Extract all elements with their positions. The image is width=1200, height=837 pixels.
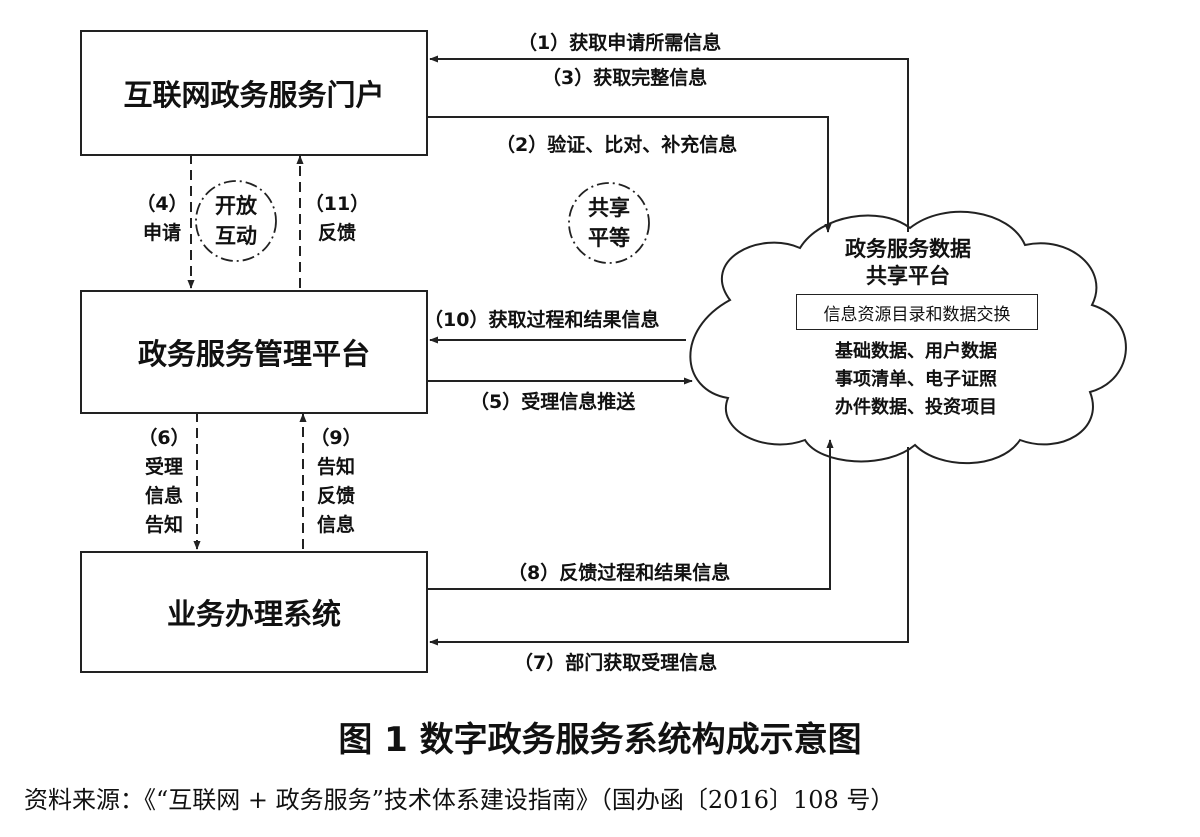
internet-portal-box: 互联网政务服务门户 <box>80 30 428 156</box>
cloud-title: 政务服务数据 共享平台 <box>808 236 1008 290</box>
flow-1-label: （1）获取申请所需信息 <box>518 32 722 54</box>
business-system-box: 业务办理系统 <box>80 551 428 673</box>
open-interaction-label: 开放 互动 <box>206 191 266 251</box>
share-line2: 平等 <box>588 226 630 250</box>
flow-6-line3: 告知 <box>144 514 183 536</box>
flow-5-label: （5）受理信息推送 <box>470 391 636 413</box>
cloud-title-line1: 政务服务数据 <box>845 237 971 261</box>
flow-8-line <box>428 439 834 590</box>
flow-3-label: （3）获取完整信息 <box>542 67 708 89</box>
shared-equal-circle <box>568 182 650 264</box>
open-line1: 开放 <box>215 194 257 218</box>
source-note: 资料来源：《“互联网 + 政务服务”技术体系建设指南》（国办函〔2016〕108… <box>24 786 895 814</box>
flow-11-number: （11） <box>304 193 370 215</box>
flow-9-label: （9） 告知 反馈 信息 <box>306 424 366 540</box>
flow-2-line <box>428 116 832 233</box>
open-interaction-circle <box>195 180 277 262</box>
flow-8-label: （8）反馈过程和结果信息 <box>508 562 731 584</box>
shared-equal-label: 共享 平等 <box>579 193 639 253</box>
flow-6-line1: 受理 <box>144 456 183 478</box>
flow-9-line3: 信息 <box>316 514 355 536</box>
cloud-data-line3: 办件数据、投资项目 <box>835 397 997 418</box>
management-platform-box: 政务服务管理平台 <box>80 290 428 414</box>
flow-10-label: （10）获取过程和结果信息 <box>424 309 660 331</box>
flow-9-line1: 告知 <box>316 456 355 478</box>
flow-7-label: （7）部门获取受理信息 <box>514 652 718 674</box>
flow-4-number: （4） <box>136 193 188 215</box>
flow-11-label: （11） 反馈 <box>302 190 372 248</box>
flow-6-label: （6） 受理 信息 告知 <box>134 424 194 540</box>
share-line1: 共享 <box>588 196 630 220</box>
flow-7-line <box>429 447 909 646</box>
figure-title: 图 1 数字政务服务系统构成示意图 <box>338 720 862 760</box>
open-line2: 互动 <box>215 224 257 248</box>
cloud-data-line1: 基础数据、用户数据 <box>835 341 997 362</box>
cloud-data-line2: 事项清单、电子证照 <box>835 369 997 390</box>
flow-11-text: 反馈 <box>317 222 356 244</box>
flow-9-line2: 反馈 <box>316 485 355 507</box>
cloud-data-list: 基础数据、用户数据 事项清单、电子证照 办件数据、投资项目 <box>796 338 1036 422</box>
flow-6-line2: 信息 <box>144 485 183 507</box>
flow-1-3-line <box>429 55 909 232</box>
cloud-shape <box>689 210 1127 465</box>
flow-6-number: （6） <box>138 427 190 449</box>
flow-9-number: （9） <box>310 427 362 449</box>
flow-4-label: （4） 申请 <box>132 190 192 248</box>
flow-2-label: （2）验证、比对、补充信息 <box>496 134 738 156</box>
catalog-box: 信息资源目录和数据交换 <box>796 294 1038 330</box>
cloud-title-line2: 共享平台 <box>866 264 950 288</box>
flow-4-text: 申请 <box>142 222 181 244</box>
